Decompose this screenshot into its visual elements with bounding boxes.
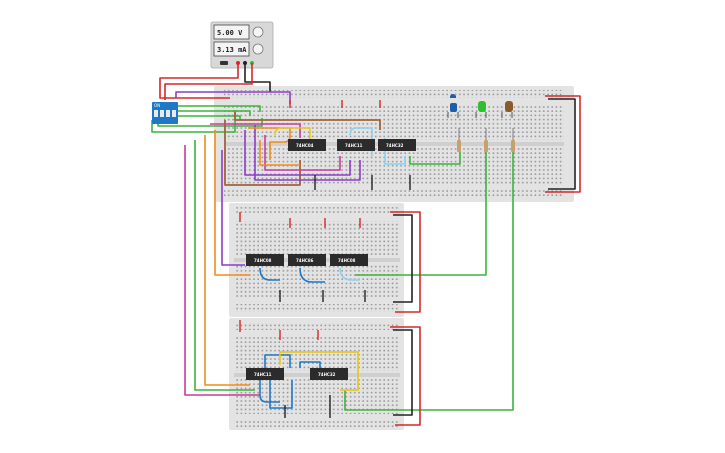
wire-rail-right-black[interactable] [548, 98, 576, 190]
wire-mid-blue-2[interactable] [299, 267, 325, 283]
dip-toggle-2[interactable] [160, 110, 164, 117]
wire-mid-rail-black[interactable] [393, 214, 413, 303]
power-supply[interactable]: 5.00 V 3.13 mA [210, 21, 274, 69]
wire-rail-right-red[interactable] [545, 95, 581, 193]
chip-top-2-label: 74HC11 [345, 143, 363, 148]
wire-bot-blue-4[interactable] [299, 361, 321, 368]
wire-orange-drop-2[interactable] [204, 135, 250, 386]
chip-top-3-label: 74HC32 [386, 143, 404, 148]
dip-toggle-4[interactable] [172, 110, 176, 117]
wire-supply-positive-2[interactable] [164, 63, 253, 100]
led-brown[interactable] [501, 101, 513, 118]
wire-output-1[interactable] [355, 150, 487, 276]
wire-green-drop[interactable] [194, 140, 255, 391]
chip-bot-2-label: 74HC32 [318, 372, 336, 377]
voltage-display [213, 24, 250, 40]
wire-mid-blue-1[interactable] [259, 267, 280, 281]
wire-magenta-2[interactable] [210, 123, 301, 138]
led-blue-icon [450, 94, 456, 98]
wire-magenta-1[interactable] [264, 135, 341, 171]
wire-yellow-top[interactable] [274, 127, 311, 150]
chip-mid-3[interactable]: 74HC08 [330, 254, 368, 266]
wire-switch-2[interactable] [177, 110, 251, 116]
voltage-knob-icon[interactable] [252, 26, 264, 38]
voltage-readout: 5.00 V [217, 29, 243, 37]
led-green-icon [478, 101, 486, 112]
wire-bot-blue-2[interactable] [264, 354, 291, 368]
wire-mid-lightblue[interactable] [339, 267, 360, 281]
wire-orange-2[interactable] [259, 140, 300, 166]
current-readout: 3.13 mA [217, 46, 247, 54]
dip-switch-label: ON [154, 103, 160, 108]
chip-bot-2[interactable]: 74HC32 [310, 368, 348, 380]
resistor-2[interactable] [484, 140, 488, 152]
wire-supply-negative[interactable] [244, 63, 271, 92]
chip-bot-1[interactable]: 74HC11 [246, 368, 284, 380]
resistor-1[interactable] [457, 140, 461, 152]
wire-bot-yellow[interactable] [279, 351, 359, 391]
chip-top-1-label: 74HC04 [296, 143, 314, 148]
wire-bot-rail-black[interactable] [393, 329, 413, 416]
wire-purple-2[interactable] [254, 125, 361, 181]
wire-brown-loop[interactable] [224, 120, 301, 186]
led-green[interactable] [475, 101, 487, 118]
chip-top-1[interactable]: 74HC04 [288, 139, 326, 151]
jumpers[interactable] [239, 100, 411, 418]
wire-supply-positive[interactable] [159, 63, 239, 99]
wire-bot-rail-red[interactable] [390, 326, 421, 426]
chip-top-2[interactable]: 74HC11 [337, 139, 375, 151]
wire-mid-rail-red[interactable] [390, 211, 421, 313]
wire-magenta-drop[interactable] [184, 145, 260, 396]
dip-toggle-3[interactable] [166, 110, 170, 117]
wire-bot-blue-1[interactable] [259, 380, 280, 403]
chip-bot-1-label: 74HC11 [254, 372, 272, 377]
wire-switch-6[interactable] [175, 91, 291, 104]
chip-mid-3-label: 74HC08 [338, 258, 356, 263]
current-display [213, 41, 250, 57]
wire-switch-5[interactable] [151, 110, 236, 133]
led-blue[interactable] [447, 94, 459, 118]
wire-orange-drop-1[interactable] [214, 130, 250, 276]
resistor-3[interactable] [511, 140, 515, 152]
led-brown-icon [505, 101, 513, 112]
dip-switch[interactable]: ON [152, 102, 178, 124]
wire-lightblue-1[interactable] [349, 127, 373, 156]
wire-purple-drop[interactable] [221, 150, 245, 266]
wires[interactable] [151, 63, 581, 426]
resistors[interactable] [457, 128, 515, 152]
chip-mid-2[interactable]: 74HC86 [288, 254, 326, 266]
wire-bot-blue-3[interactable] [269, 380, 293, 409]
wire-switch-3[interactable] [177, 115, 241, 120]
chip-top-3[interactable]: 74HC32 [378, 139, 416, 151]
wire-output-2[interactable] [344, 150, 514, 411]
wire-switch-1[interactable] [177, 105, 261, 112]
dip-toggle-1[interactable] [154, 110, 158, 117]
wire-led-green[interactable] [409, 148, 461, 165]
chip-mid-1[interactable]: 74HC08 [246, 254, 284, 266]
current-knob-icon[interactable] [252, 43, 264, 55]
chip-mid-2-label: 74HC86 [296, 258, 314, 263]
supply-switch[interactable] [220, 61, 228, 65]
chip-mid-1-label: 74HC08 [254, 258, 272, 263]
wire-brown-bus[interactable] [234, 112, 381, 130]
wire-purple-1[interactable] [244, 130, 351, 176]
